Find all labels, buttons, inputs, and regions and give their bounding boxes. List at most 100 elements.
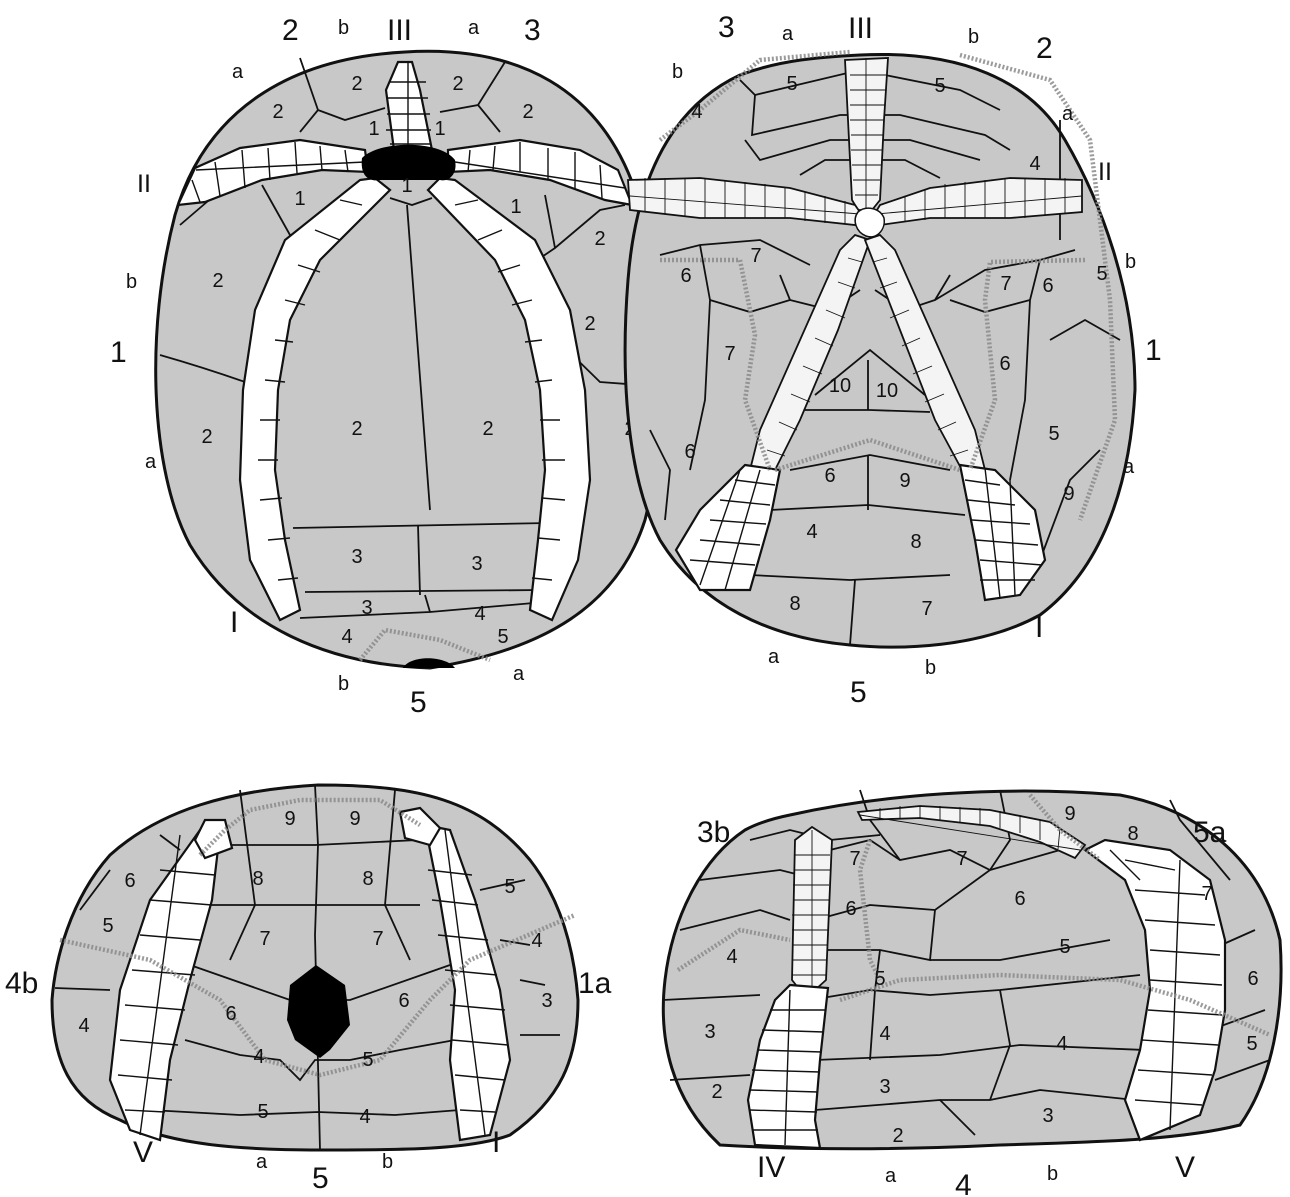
- oral-plate-number: 4: [691, 101, 702, 123]
- oral-right-I: I: [1035, 611, 1043, 644]
- oral-plate-number: 5: [1048, 423, 1059, 445]
- lateral-view-panel: 3b 5a IV a 4 b V 9 8 7 7 6 6 7 4 5 5 6 3…: [663, 790, 1281, 1197]
- aboral-plate-number: 1: [510, 196, 521, 218]
- aboral-left-I: I: [230, 606, 238, 639]
- posterior-plate-number: 9: [349, 808, 360, 830]
- oral-plate-number: 5: [1096, 263, 1107, 285]
- aboral-plate-number: 2: [272, 101, 283, 123]
- oral-plate-number: 5: [934, 75, 945, 97]
- aboral-plate-number: 2: [201, 426, 212, 448]
- aboral-plate-number: 3: [361, 597, 372, 619]
- oral-left-b: b: [672, 61, 683, 83]
- aboral-left-1: 1: [110, 336, 127, 369]
- lateral-bottom-V: V: [1175, 1151, 1195, 1184]
- oral-plate-number: 6: [999, 353, 1010, 375]
- posterior-plate-number: 4: [531, 930, 542, 952]
- posterior-plate-number: 5: [102, 915, 113, 937]
- posterior-bottom-a: a: [256, 1151, 268, 1173]
- oral-plate-number: 9: [899, 470, 910, 492]
- aboral-plate-number: 4: [341, 626, 352, 648]
- oral-right-II: II: [1098, 158, 1112, 186]
- aboral-view-panel: 2 b III a 3 a II b 1 a I b 5 a 2 2 2 2 1…: [110, 14, 662, 719]
- aboral-plate-number: 2: [522, 101, 533, 123]
- lateral-plate-number: 3: [1042, 1105, 1053, 1127]
- oral-plate-number: 4: [1029, 153, 1040, 175]
- posterior-bottom-b: b: [382, 1151, 393, 1173]
- aboral-plate-number: 1: [434, 118, 445, 140]
- lateral-plate-number: 2: [892, 1125, 903, 1147]
- oral-plate-number: 10: [876, 380, 898, 402]
- oral-plate-number: 8: [910, 531, 921, 553]
- posterior-side-1a: 1a: [578, 967, 612, 1000]
- aboral-plate-number: 4: [474, 603, 485, 625]
- posterior-plate-number: 7: [372, 928, 383, 950]
- lateral-plate-number: 5: [874, 968, 885, 990]
- posterior-plate-number: 5: [257, 1101, 268, 1123]
- posterior-plate-number: 4: [253, 1046, 264, 1068]
- lateral-bottom-b: b: [1047, 1163, 1058, 1185]
- oral-column-b: b: [968, 26, 979, 48]
- oral-plate-number: 9: [1063, 483, 1074, 505]
- oral-plate-number: 10: [829, 375, 851, 397]
- aboral-column-b: b: [338, 17, 349, 39]
- lateral-plate-number: 7: [849, 848, 860, 870]
- oral-right-a2: a: [1123, 456, 1135, 478]
- posterior-plate-number: 4: [359, 1106, 370, 1128]
- lateral-side-5a: 5a: [1193, 816, 1227, 849]
- aboral-column-3: 3: [524, 14, 541, 47]
- oral-right-1: 1: [1145, 334, 1162, 367]
- posterior-plate-number: 5: [362, 1049, 373, 1071]
- oral-plate-number: 6: [1042, 275, 1053, 297]
- lateral-plate-number: 9: [1064, 803, 1075, 825]
- oral-plate-number: 7: [750, 245, 761, 267]
- aboral-plate-number: 1: [401, 175, 412, 197]
- aboral-column-2: 2: [282, 14, 299, 47]
- posterior-plate-number: 6: [398, 990, 409, 1012]
- aboral-plate-number: 2: [351, 418, 362, 440]
- aboral-plate-number: 2: [212, 270, 223, 292]
- oral-right-a: a: [1062, 103, 1074, 125]
- lateral-plate-number: 5: [1059, 936, 1070, 958]
- aboral-left-a: a: [232, 61, 244, 83]
- aboral-plate-number: 3: [351, 546, 362, 568]
- aboral-bottom-a: a: [513, 663, 525, 685]
- posterior-bottom-I: I: [492, 1126, 500, 1159]
- lateral-plate-number: 4: [1056, 1033, 1067, 1055]
- posterior-plate-number: 3: [541, 990, 552, 1012]
- lateral-plate-number: 5: [1246, 1033, 1257, 1055]
- aboral-column-III: III: [387, 14, 412, 47]
- aboral-left-b: b: [126, 271, 137, 293]
- aboral-plate-number: 2: [584, 313, 595, 335]
- oral-plate-number: 7: [921, 598, 932, 620]
- posterior-plate-number: 5: [504, 876, 515, 898]
- posterior-side-4b: 4b: [5, 967, 38, 1000]
- oral-column-a: a: [782, 23, 794, 45]
- lateral-bottom-IV: IV: [757, 1151, 785, 1184]
- oral-plate-number: 7: [1000, 273, 1011, 295]
- aboral-plate-number: 1: [368, 118, 379, 140]
- posterior-plate-number: 4: [78, 1015, 89, 1037]
- posterior-view-panel: 4b 1a V a 5 b I 9 9 6 8 8 5 5 7 7 4 4 3 …: [5, 785, 612, 1195]
- oral-plate-number: 6: [684, 441, 695, 463]
- lateral-plate-number: 7: [956, 848, 967, 870]
- aboral-plate-number: 2: [482, 418, 493, 440]
- posterior-plate-number: 8: [252, 868, 263, 890]
- aboral-bottom-5: 5: [410, 686, 427, 719]
- posterior-plate-number: 7: [259, 928, 270, 950]
- lateral-plate-number: 6: [1014, 888, 1025, 910]
- lateral-bottom-a: a: [885, 1165, 897, 1187]
- oral-bottom-a: a: [768, 646, 780, 668]
- oral-plate-number: 4: [806, 521, 817, 543]
- lateral-plate-number: 3: [704, 1021, 715, 1043]
- lateral-plate-number: 2: [711, 1081, 722, 1103]
- oral-bottom-b: b: [925, 657, 936, 679]
- oral-bottom-5: 5: [850, 676, 867, 709]
- aboral-plate-number: 2: [594, 228, 605, 250]
- lateral-plate-number: 6: [1247, 968, 1258, 990]
- aboral-plate-number: 5: [497, 626, 508, 648]
- aboral-left-b2: b: [338, 673, 349, 695]
- oral-column-3: 3: [718, 11, 735, 44]
- oral-column-2: 2: [1036, 32, 1053, 65]
- posterior-bottom-V: V: [133, 1136, 153, 1169]
